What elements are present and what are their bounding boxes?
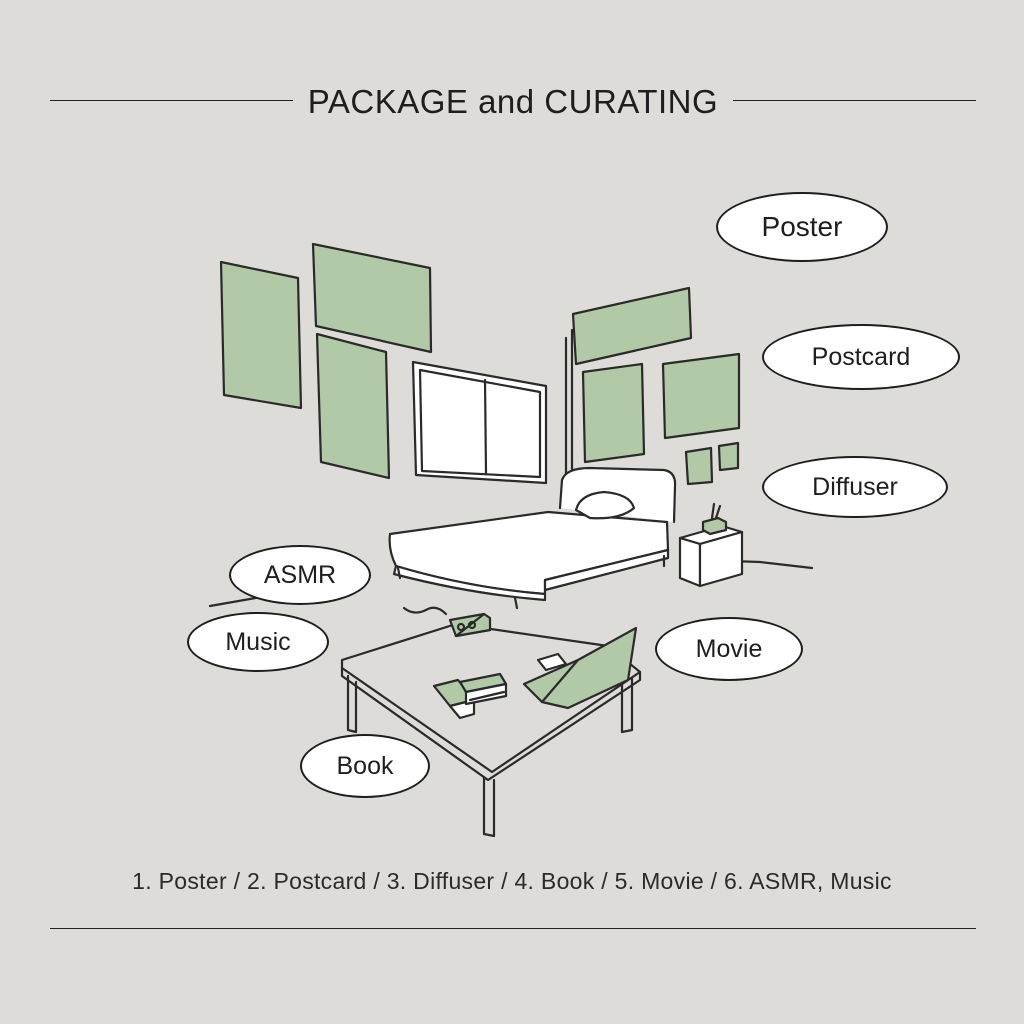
window <box>411 360 548 485</box>
postcard-frame <box>581 362 646 464</box>
postcard-frame <box>661 352 741 440</box>
label-book: Book <box>300 734 430 798</box>
poster-frame <box>311 242 433 354</box>
label-diffuser: Diffuser <box>762 456 948 518</box>
label-poster: Poster <box>716 192 888 262</box>
label-asmr: ASMR <box>229 545 371 605</box>
poster-frame <box>219 260 303 410</box>
title-rule-left <box>50 100 293 101</box>
bed-pillow <box>574 490 636 520</box>
label-movie: Movie <box>655 617 803 681</box>
label-postcard: Postcard <box>762 324 960 390</box>
bottom-rule <box>50 928 976 929</box>
postcard-frame <box>717 441 740 472</box>
label-music: Music <box>187 612 329 672</box>
title-row: PACKAGE and CURATING <box>0 78 1024 126</box>
poster-frame <box>571 286 693 366</box>
page-title: PACKAGE and CURATING <box>307 83 719 120</box>
item-list-caption: 1. Poster / 2. Postcard / 3. Diffuser / … <box>132 868 892 894</box>
poster-frame <box>315 332 391 480</box>
diffuser-object <box>701 516 728 536</box>
postcard-frame <box>684 446 714 486</box>
title-rule-right <box>733 100 976 101</box>
